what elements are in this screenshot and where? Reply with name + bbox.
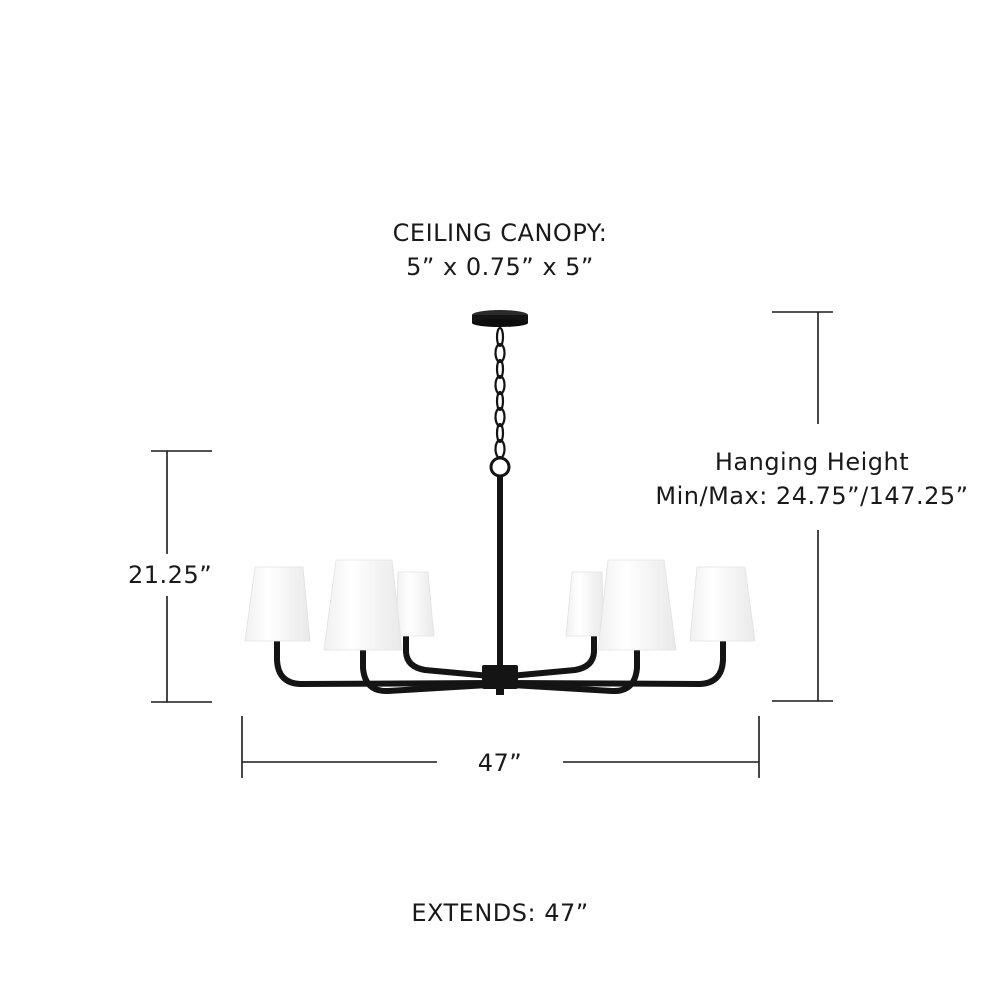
- loop-ring: [489, 456, 511, 478]
- shades: [244, 559, 756, 651]
- canopy-dimensions: 5” x 0.75” x 5”: [406, 253, 594, 281]
- arms: [274, 629, 726, 695]
- fixture-height-dimension: [151, 450, 212, 703]
- fixture-width-dimension: [241, 716, 760, 778]
- shade-rear-left: [395, 571, 435, 637]
- arm-rear-right: [507, 629, 597, 679]
- arm-outer-right: [505, 635, 726, 687]
- arm-rear-left: [403, 629, 493, 679]
- fixture-height-label: 21.25”: [128, 561, 213, 589]
- central-hub: [482, 665, 518, 695]
- arm-front-left: [360, 642, 491, 695]
- fixture-width-label: 47”: [477, 749, 523, 777]
- shade-outer-left: [244, 566, 311, 642]
- canopy-title: CEILING CANOPY:: [392, 219, 608, 247]
- shade-outer-right: [689, 566, 756, 642]
- hanging-height-dimension: [772, 311, 833, 702]
- ceiling-canopy: [472, 310, 528, 327]
- hanging-height-title: Hanging Height: [714, 448, 910, 476]
- extends-label: EXTENDS: 47”: [411, 899, 589, 927]
- arm-outer-left: [274, 635, 495, 687]
- hanging-height-range: Min/Max: 24.75”/147.25”: [655, 482, 969, 510]
- center-stem: [497, 476, 503, 666]
- shade-front-right: [597, 559, 677, 651]
- chain: [494, 326, 506, 460]
- shade-front-left: [323, 559, 403, 651]
- arm-front-right: [509, 642, 640, 695]
- shade-rear-right: [565, 571, 605, 637]
